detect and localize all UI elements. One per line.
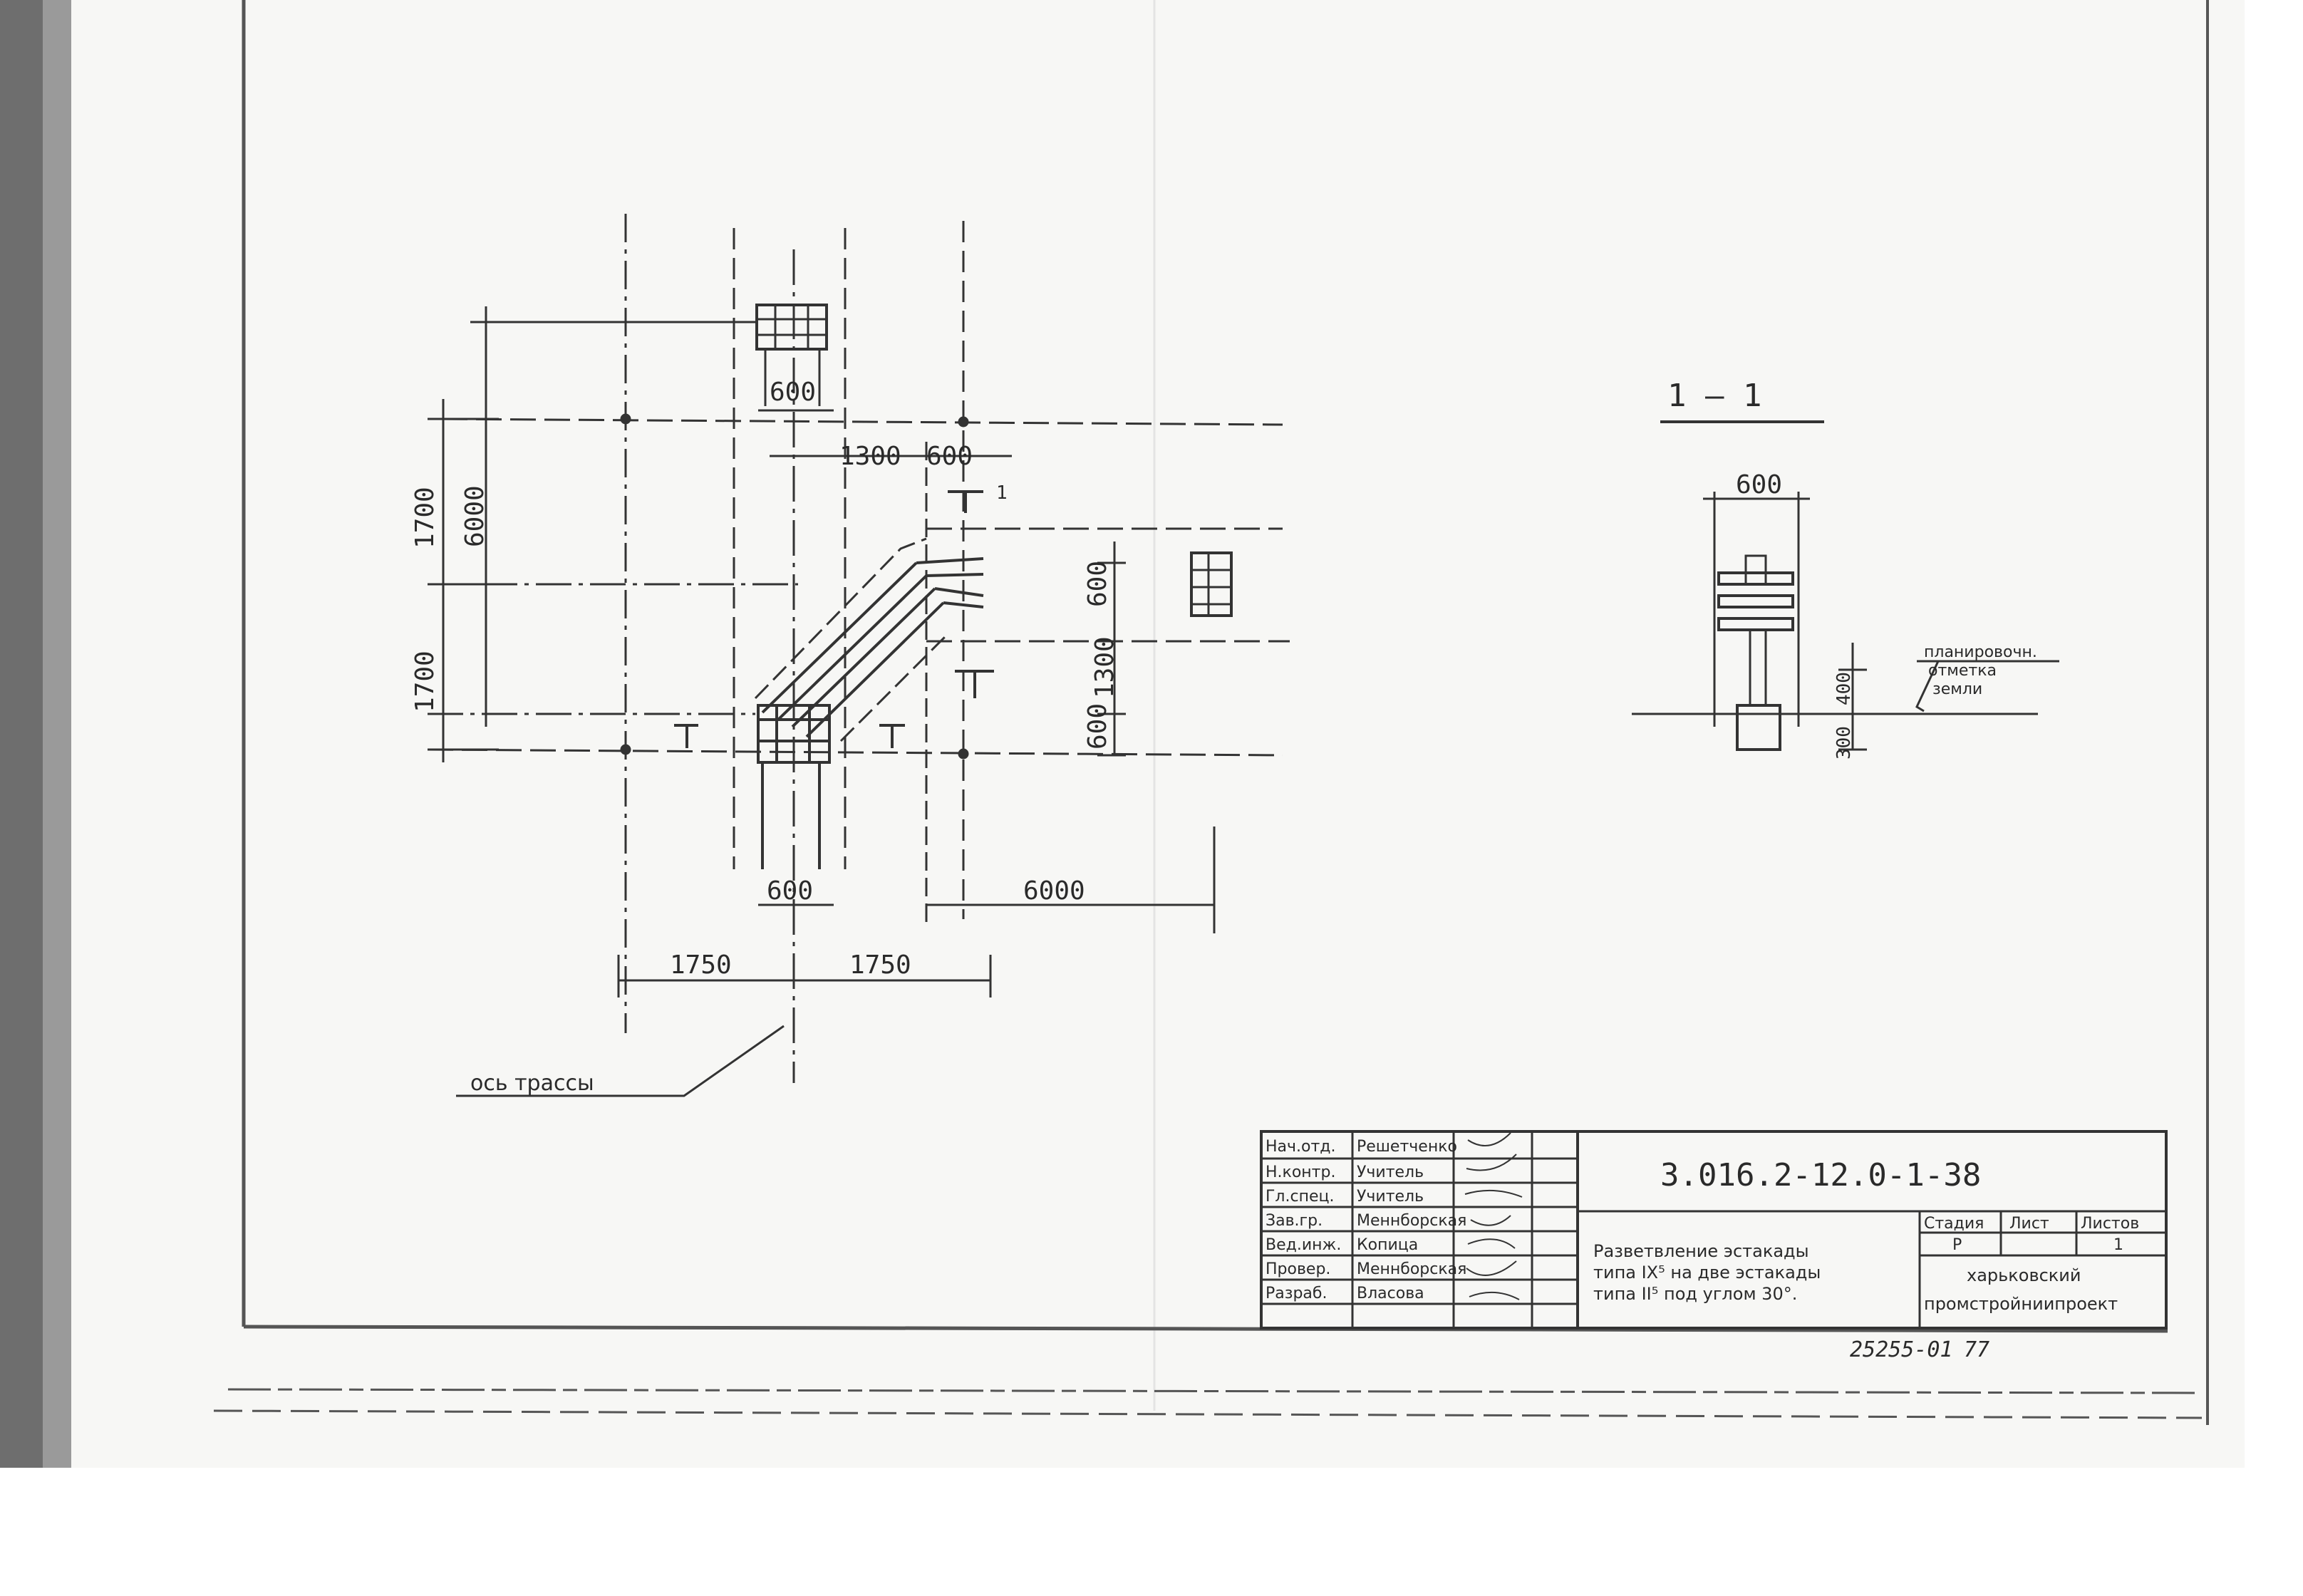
drawing-frame	[213, 0, 2209, 1425]
org-line-2: промстройниипроект	[1924, 1294, 2118, 1314]
dim-600-bottom: 600	[767, 876, 813, 906]
dim-1700-lower: 1700	[410, 651, 440, 712]
ground-label-3: земли	[1932, 680, 1982, 698]
role-3: Зав.гр.	[1266, 1212, 1323, 1230]
section-marker-right	[879, 724, 905, 748]
dim-600-right: 600	[1083, 561, 1112, 607]
dim-600-top: 600	[770, 378, 816, 407]
section-dim-300: 300	[1833, 726, 1855, 760]
section-texts: 1 — 1 600 400 300 планировочн. отметка з…	[1667, 378, 2037, 760]
name-1: Учитель	[1357, 1164, 1424, 1181]
dim-1300-top: 1300	[839, 442, 901, 471]
name-5: Меннборская	[1357, 1260, 1466, 1278]
dim-1700-upper: 1700	[410, 487, 440, 549]
name-2: Учитель	[1357, 1188, 1424, 1206]
dim-6000-bottom: 6000	[1023, 876, 1085, 906]
archive-page: 77	[1964, 1337, 1989, 1362]
dim-1750-left: 1750	[670, 950, 732, 980]
paper	[71, 0, 2245, 1468]
col-stage: Стадия	[1924, 1215, 1984, 1233]
role-0: Нач.отд.	[1266, 1138, 1336, 1156]
role-1: Н.контр.	[1266, 1164, 1335, 1181]
org-line-1: харьковский	[1967, 1265, 2081, 1285]
description-line-1: Разветвление эстакады	[1593, 1241, 1809, 1261]
dim-1300-right: 1300	[1090, 636, 1119, 698]
dim-1750-right: 1750	[849, 950, 911, 980]
stage-value: Р	[1952, 1236, 1962, 1254]
axis-leader	[456, 1025, 785, 1097]
col-sheet: Лист	[2009, 1215, 2049, 1233]
section-dim-600: 600	[1736, 470, 1782, 499]
name-0: Решетченко	[1357, 1138, 1457, 1156]
role-4: Вед.инж.	[1266, 1236, 1341, 1254]
description-line-3: типа II⁵ под углом 30°.	[1593, 1284, 1797, 1304]
ground-label-1: планировочн.	[1924, 643, 2037, 661]
document-code: 3.016.2-12.0-1-38	[1660, 1157, 1981, 1193]
route-axis-label: ось трассы	[470, 1071, 594, 1096]
section-foundation	[1736, 704, 1781, 751]
dim-6000: 6000	[460, 485, 490, 547]
section-title: 1 — 1	[1667, 378, 1761, 414]
archive-footer: 25255-01 77	[1850, 1337, 1989, 1362]
column-frame-right	[1190, 551, 1233, 617]
role-5: Провер.	[1266, 1260, 1330, 1278]
dim-600-low: 600	[1083, 703, 1112, 750]
section-mark-label: 1	[996, 482, 1008, 504]
section-marker-bottom	[955, 670, 994, 698]
section-marker-top	[948, 490, 983, 513]
section-1-1	[1632, 420, 2059, 751]
section-dim-400: 400	[1833, 672, 1855, 705]
section-marker-left	[674, 724, 698, 748]
col-sheets: Листов	[2081, 1215, 2139, 1233]
sheets-value: 1	[2113, 1236, 2123, 1254]
dim-600-top-right: 600	[926, 442, 973, 471]
name-6: Власова	[1357, 1285, 1424, 1302]
role-6: Разраб.	[1266, 1285, 1327, 1302]
description-line-2: типа IX⁵ на две эстакады	[1593, 1263, 1821, 1282]
role-2: Гл.спец.	[1266, 1188, 1334, 1206]
name-3: Меннборская	[1357, 1212, 1466, 1230]
title-block-texts: Нач.отд. Н.контр. Гл.спец. Зав.гр. Вед.и…	[1266, 1138, 2139, 1314]
archive-number: 25255-01	[1850, 1337, 1953, 1362]
plan-dimensions: 600 1300 600 1700 6000 1700 600 1300 600…	[410, 378, 1119, 1096]
name-4: Копица	[1357, 1236, 1418, 1254]
column-frame-top	[755, 304, 828, 351]
ground-label-2: отметка	[1928, 662, 1997, 680]
plan-view	[427, 214, 1290, 1097]
branch-trestle	[757, 557, 984, 869]
title-block	[1260, 1130, 2168, 1330]
